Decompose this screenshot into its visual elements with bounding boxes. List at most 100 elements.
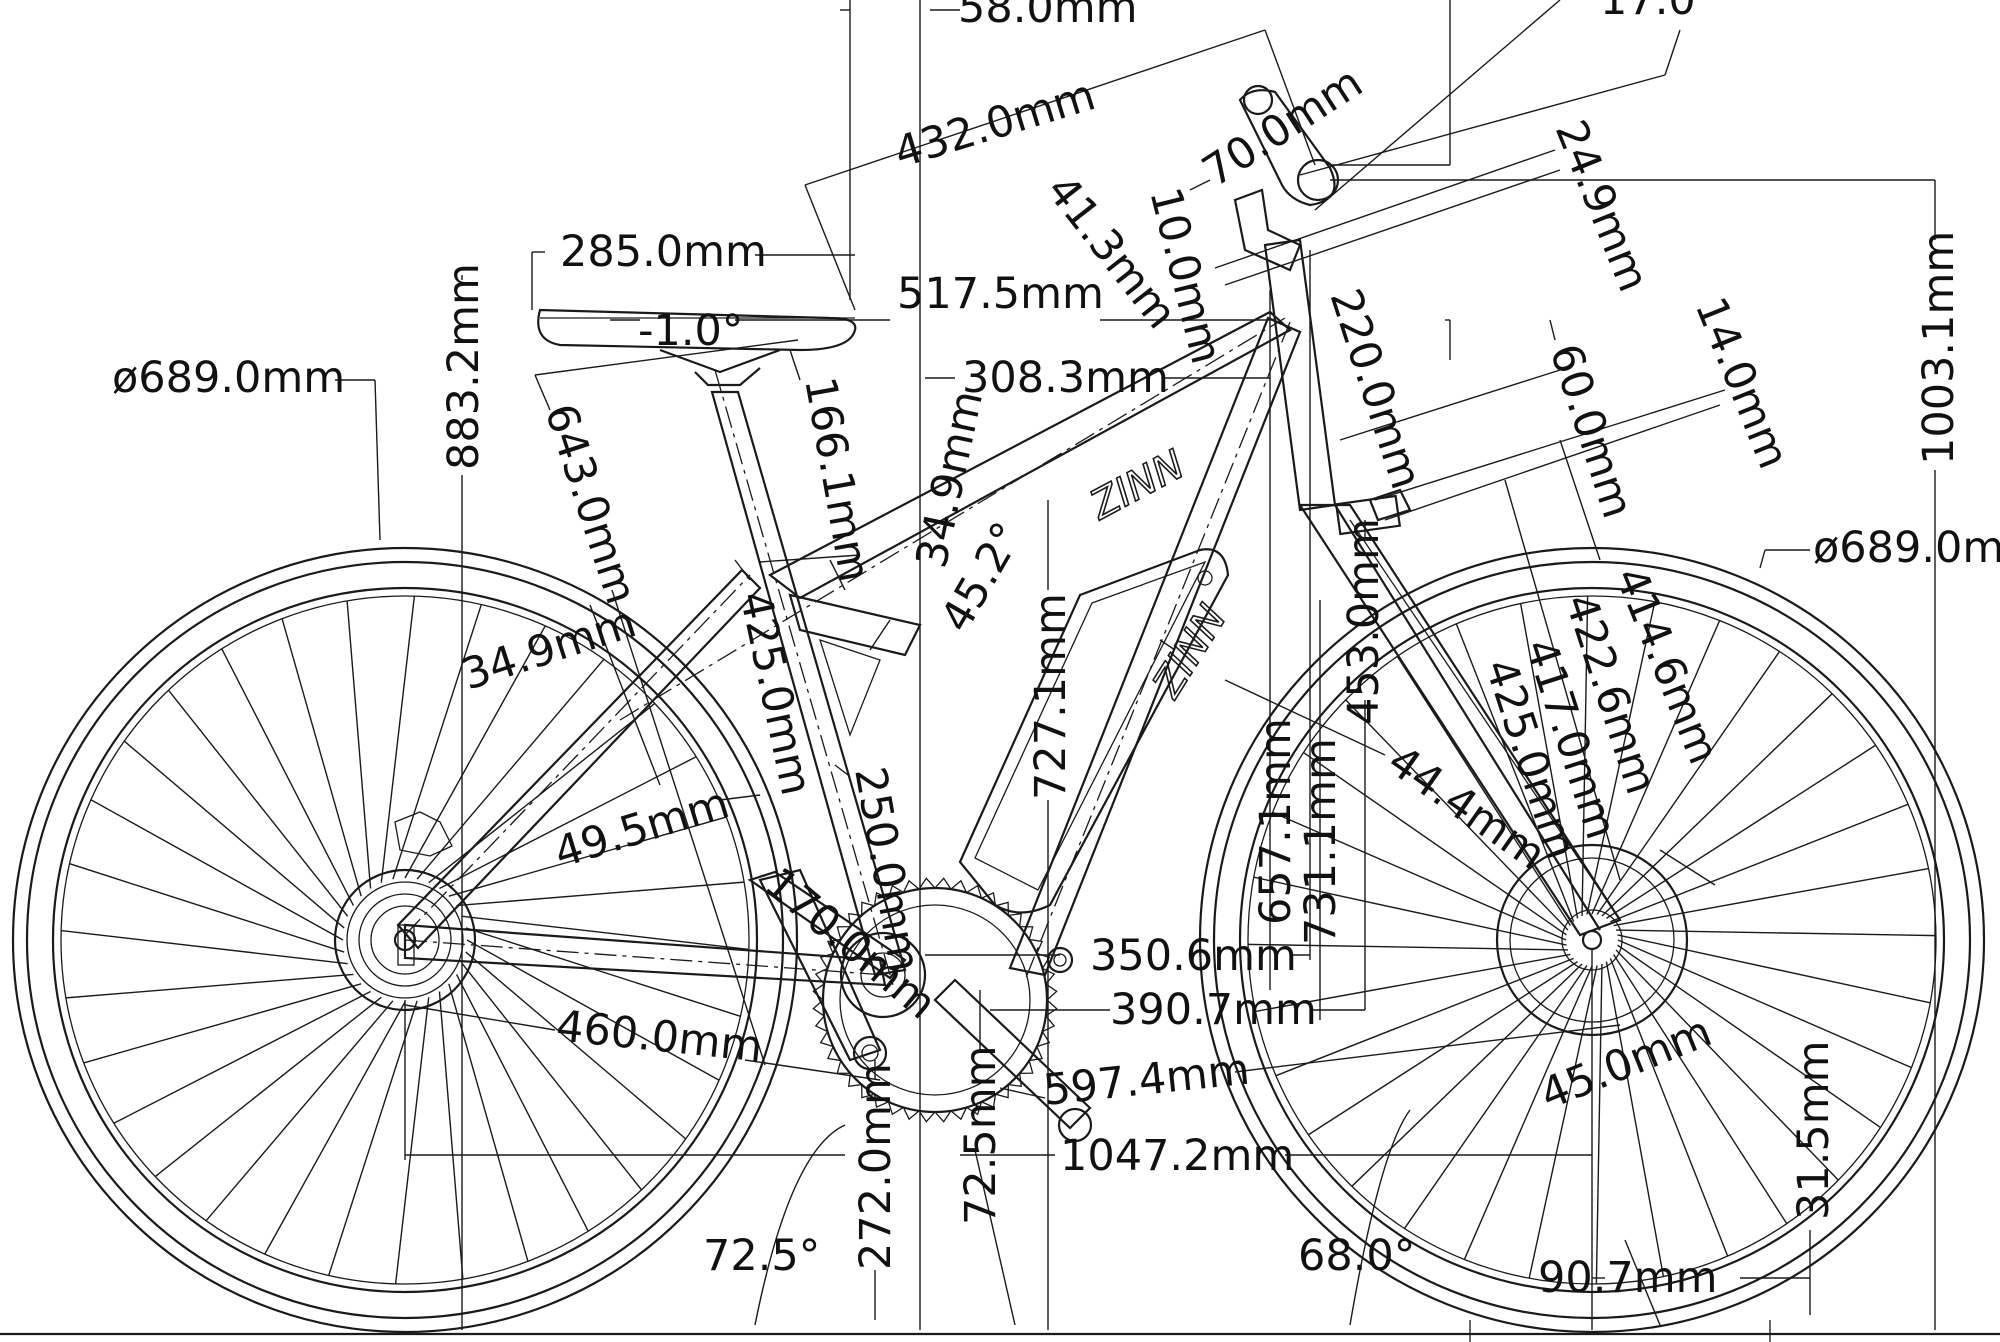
spoke <box>462 915 749 951</box>
spoke <box>1463 965 1593 1260</box>
dim-597-4mm: 597.4mm <box>1041 1045 1252 1116</box>
spoke <box>1605 961 1665 1277</box>
spoke <box>1519 603 1579 919</box>
spoke <box>439 756 697 890</box>
dim-1003-1mm: 1003.1mm <box>1914 231 1964 465</box>
dim-350-6mm: 350.6mm <box>1090 931 1297 981</box>
spoke <box>392 604 482 880</box>
brake-mount <box>1368 488 1412 522</box>
spoke <box>394 997 430 1284</box>
dim-60mm: 60.0mm <box>1540 338 1643 524</box>
dim-1047-2mm: 1047.2mm <box>1060 1131 1294 1181</box>
dim-14mm: 14.0mm <box>1685 290 1799 475</box>
spoke <box>1396 656 1571 926</box>
spoke <box>154 996 382 1178</box>
spoke <box>1308 961 1578 1136</box>
pedal-axle <box>852 1035 888 1071</box>
spoke <box>65 973 354 999</box>
spoke <box>1253 876 1567 946</box>
kickstand <box>747 870 907 980</box>
dim-460mm: 460.0mm <box>554 1001 765 1072</box>
spoke <box>1609 958 1729 1257</box>
dim-90-7mm: 90.7mm <box>1538 1253 1718 1303</box>
chainring-teeth <box>812 877 1058 1123</box>
crank-arm <box>933 978 1092 1130</box>
spoke <box>380 596 416 883</box>
spoke <box>1616 929 1936 937</box>
stem-and-handlebar <box>1233 84 1412 522</box>
crank-arm-rear <box>758 868 882 1062</box>
dim-272mm: 272.0mm <box>851 1063 901 1270</box>
spoke <box>1606 744 1876 919</box>
spoke <box>416 658 605 880</box>
dim-68-deg: 68.0° <box>1298 1231 1415 1281</box>
dim-58mm: 58.0mm <box>958 0 1138 33</box>
spoke <box>264 1001 406 1255</box>
front-wheel-spokes <box>1248 596 1936 1284</box>
dim-425mm-seat-tube: 425.0mm <box>729 587 821 800</box>
spoke <box>1591 620 1721 915</box>
spoke <box>61 929 348 965</box>
dim-657-1mm: 657.1mm <box>1251 718 1301 925</box>
spoke <box>1345 699 1569 931</box>
dim-727-1mm: 727.1mm <box>1026 593 1076 800</box>
front-fork <box>1297 494 1622 937</box>
spoke <box>1275 957 1574 1077</box>
dim-34-9mm-stay: 34.9mm <box>456 597 642 700</box>
head-tube <box>1263 238 1337 512</box>
spoke <box>1601 693 1833 917</box>
spoke <box>123 740 345 929</box>
dim-689mm-rear-wheel: ø689.0mm <box>112 353 345 403</box>
spoke <box>465 951 687 1140</box>
spoke <box>83 983 362 1064</box>
spoke <box>1617 934 1931 1004</box>
spoke <box>1255 953 1571 1013</box>
dim-390-7mm: 390.7mm <box>1110 985 1317 1035</box>
spoke <box>1303 751 1567 936</box>
battery-pack: ZINN <box>958 548 1237 914</box>
spoke <box>448 816 727 897</box>
dim-31-5mm: 31.5mm <box>1789 1040 1839 1220</box>
seat-stay <box>396 568 762 950</box>
spoke <box>113 990 371 1124</box>
dim-731-1mm: 731.1mm <box>1296 738 1346 945</box>
front-wheel <box>1198 546 1986 1334</box>
spoke <box>465 927 741 1017</box>
dim-17: 17.0 <box>1600 0 1696 25</box>
chain-stay <box>403 923 887 987</box>
frame-brand-logo: ZINN <box>1082 442 1192 530</box>
spoke <box>1248 943 1568 951</box>
spoke <box>346 600 372 889</box>
dim-166-1mm: 166.1mm <box>794 373 879 585</box>
rear-derailleur <box>394 811 453 857</box>
spoke <box>281 618 362 897</box>
spoke <box>1595 964 1603 1284</box>
dim-643mm: 643.0mm <box>535 398 646 610</box>
spoke <box>328 1000 418 1276</box>
spoke <box>1615 949 1839 1181</box>
dim-883-2mm: 883.2mm <box>439 263 489 470</box>
dim-49-5mm: 49.5mm <box>549 778 735 878</box>
dim-285mm: 285.0mm <box>560 227 767 277</box>
dim-72-5-deg: 72.5° <box>703 1231 820 1281</box>
dim-220mm: 220.0mm <box>1320 283 1431 495</box>
spoke <box>69 863 345 953</box>
spoke <box>1455 623 1575 922</box>
spoke <box>1613 954 1788 1224</box>
spoke <box>1613 867 1929 927</box>
rear-wheel-spokes <box>61 596 749 1284</box>
spoke <box>221 648 355 906</box>
dim-72-5mm: 72.5mm <box>956 1045 1006 1225</box>
spoke <box>404 625 546 879</box>
dim-453mm: 453.0mm <box>1339 518 1389 725</box>
spoke <box>205 1000 394 1222</box>
bottom-bracket <box>839 931 927 1019</box>
dim-24-9mm: 24.9mm <box>1545 113 1659 298</box>
spoke <box>1586 601 1656 915</box>
dim-minus-1-deg: -1.0° <box>638 306 743 356</box>
spoke <box>90 799 344 941</box>
dim-45mm: 45.0mm <box>1533 1007 1718 1121</box>
spoke <box>448 983 529 1262</box>
spoke <box>1528 965 1598 1279</box>
